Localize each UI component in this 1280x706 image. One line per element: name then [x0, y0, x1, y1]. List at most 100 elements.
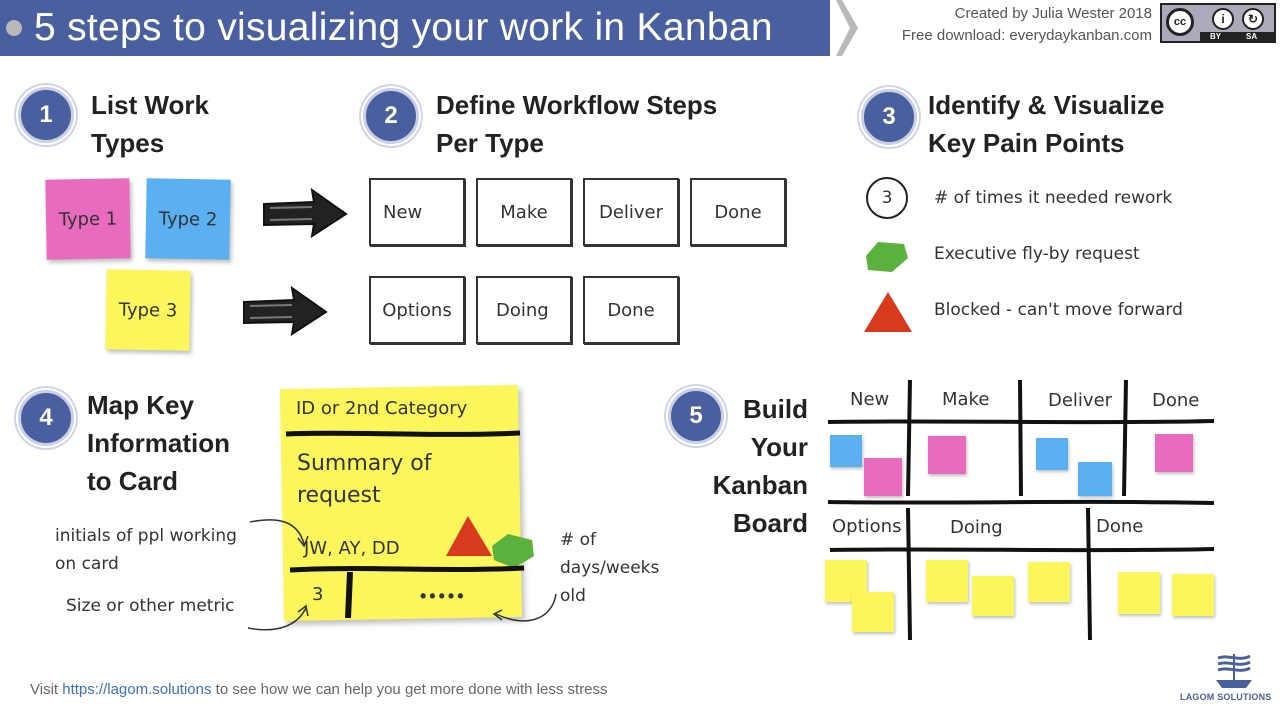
annotation-line: on card — [55, 554, 119, 574]
kanban-board-lines — [827, 379, 1215, 641]
step-3-title-line: Identify & Visualize — [928, 90, 1165, 120]
cc-sa-label: SA — [1246, 32, 1258, 41]
annotation-arrow — [492, 593, 557, 622]
pain-point-label: Executive fly-by request — [934, 244, 1140, 264]
workflow-step-box: Deliver — [583, 178, 679, 246]
card-divider — [285, 430, 521, 437]
credit-download: Free download: everydaykanban.com — [901, 27, 1152, 44]
type-3-sticky: Type 3 — [105, 269, 191, 351]
step-5-title: Build Your Kanban Board — [700, 390, 808, 542]
step-5-title-line: Your — [750, 432, 808, 462]
board-column-header: New — [850, 389, 890, 410]
page-title: 5 steps to visualizing your work in Kanb… — [34, 6, 773, 49]
step-2-title-line: Per Type — [436, 128, 544, 158]
step-4-number: 4 — [18, 390, 74, 446]
cc-by-label: BY — [1210, 32, 1222, 41]
board-card-pink — [864, 458, 902, 496]
board-card-yellow — [972, 576, 1014, 616]
board-column-header: Done — [1096, 516, 1144, 537]
annotation-line: days/weeks — [560, 558, 660, 578]
cc-icon: cc — [1166, 8, 1194, 36]
board-card-yellow — [852, 592, 894, 632]
red-triangle-icon — [864, 292, 912, 332]
board-card-yellow — [1118, 572, 1160, 614]
annotation-size: Size or other metric — [66, 596, 235, 616]
lagom-logo-text: LAGOM SOLUTIONS — [1180, 692, 1272, 702]
step-2-number: 2 — [363, 88, 419, 144]
type-1-sticky: Type 1 — [45, 178, 131, 260]
annotation-arrows — [247, 519, 309, 631]
step-4-title-line: Map Key — [87, 390, 194, 420]
step-5-number: 5 — [668, 388, 724, 444]
annotation-line: initials of ppl working — [55, 526, 237, 546]
annotation-line: # of — [560, 530, 597, 550]
type-1-label: Type 1 — [58, 207, 118, 231]
workflow-step-box: Doing — [476, 276, 572, 344]
workflow-step-box: New — [369, 178, 465, 246]
board-column-header: Doing — [950, 517, 1003, 538]
board-column-header: Options — [832, 516, 902, 537]
banner-dot — [6, 20, 22, 36]
card-summary-line: Summary of — [297, 451, 432, 476]
board-card-yellow — [926, 560, 968, 602]
board-card-pink — [928, 436, 966, 474]
banner-chevron — [836, 0, 858, 56]
title-banner — [0, 0, 830, 56]
step-4-title: Map Key Information to Card — [87, 386, 230, 500]
step-3-title-line: Key Pain Points — [928, 128, 1125, 158]
step-3-number: 3 — [861, 89, 917, 145]
step-1-number: 1 — [18, 87, 74, 143]
footer-text: Visit https://lagom.solutions to see how… — [30, 681, 608, 698]
green-hexagon-icon — [866, 242, 908, 272]
share-alike-icon: ↻ — [1242, 8, 1264, 30]
board-column-header: Deliver — [1048, 390, 1113, 411]
step-4-title-line: Information — [87, 428, 230, 458]
step-2-title-line: Define Workflow Steps — [436, 90, 718, 120]
board-card-blue — [1078, 462, 1112, 496]
pain-point-label: # of times it needed rework — [934, 188, 1173, 208]
cc-license-badge: cc i ↻ BY SA — [1160, 3, 1276, 43]
card-size: 3 — [312, 584, 324, 605]
rework-count-circle: 3 — [866, 177, 908, 219]
board-card-yellow — [1172, 574, 1214, 616]
step-4-title-line: to Card — [87, 466, 178, 496]
footer-prefix: Visit — [30, 681, 63, 698]
arrow-right-icon — [263, 188, 348, 239]
lagom-logo-icon — [1216, 654, 1252, 688]
card-category: ID or 2nd Category — [296, 398, 468, 419]
board-card-blue — [1036, 438, 1068, 470]
workflow-step-box: Options — [369, 276, 465, 344]
board-column-header: Make — [942, 389, 990, 410]
annotation-age: # of days/weeks old — [560, 526, 659, 610]
step-5-title-line: Board — [732, 508, 808, 538]
annotation-initials: initials of ppl working on card — [55, 522, 237, 578]
attribution-icon: i — [1212, 8, 1234, 30]
credit-author: Created by Julia Wester 2018 — [954, 5, 1152, 22]
arrow-right-icon — [243, 286, 328, 337]
board-card-blue — [830, 435, 862, 467]
footer-link[interactable]: https://lagom.solutions — [62, 681, 212, 698]
step-2-title: Define Workflow Steps Per Type — [436, 86, 717, 162]
type-2-sticky: Type 2 — [145, 178, 231, 260]
card-initials: JW, AY, DD — [304, 538, 400, 559]
workflow-step-box: Make — [476, 178, 572, 246]
card-summary-line: request — [297, 483, 381, 508]
step-1-title-line: List Work — [91, 90, 209, 120]
board-card-pink — [1155, 434, 1193, 472]
workflow-step-box: Done — [583, 276, 679, 344]
credits: Created by Julia Wester 2018 Free downlo… — [902, 3, 1152, 47]
board-card-yellow — [1028, 562, 1070, 602]
step-5-title-line: Build — [743, 394, 808, 424]
footer-suffix: to see how we can help you get more done… — [211, 681, 608, 698]
board-column-header: Done — [1152, 390, 1200, 411]
red-triangle-icon — [446, 516, 492, 556]
green-hexagon-icon — [492, 534, 534, 568]
annotation-line: old — [560, 586, 586, 606]
card-footer-lines — [289, 565, 525, 619]
step-1-title: List Work Types — [91, 86, 209, 162]
step-3-title: Identify & Visualize Key Pain Points — [928, 86, 1164, 162]
workflow-step-box: Done — [690, 178, 786, 246]
cc-label-bar: BY SA — [1200, 32, 1274, 41]
step-5-title-line: Kanban — [712, 470, 808, 500]
card-summary: Summary of request — [297, 448, 432, 512]
